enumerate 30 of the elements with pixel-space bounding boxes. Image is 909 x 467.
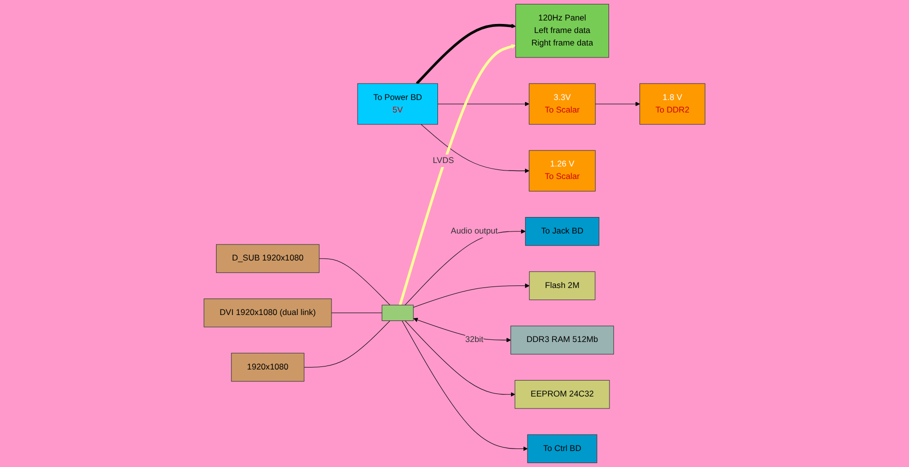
node-box: To Jack BD <box>525 217 600 246</box>
edge-label: 32bit <box>465 335 484 344</box>
arrow <box>437 102 530 106</box>
node-box: DVI 1920x1080 (dual link) <box>204 298 332 328</box>
node-box: 3.3V To Scalar <box>528 83 596 125</box>
node-box: EEPROM 24C32 <box>514 380 610 409</box>
connector <box>318 258 390 306</box>
node-box: 1.26 V To Scalar <box>528 150 596 192</box>
connector <box>331 312 382 314</box>
connector <box>304 320 390 368</box>
node-box <box>382 304 414 321</box>
node-box: To Power BD 5V <box>357 83 438 125</box>
arrow <box>398 44 516 306</box>
arrow <box>416 24 516 84</box>
arrow <box>402 320 528 452</box>
node-box: 120Hz Panel Left frame data Right frame data <box>515 4 610 58</box>
arrow <box>413 283 530 308</box>
node-box: 1920x1080 <box>231 352 304 382</box>
node-box: To Ctrl BD <box>527 434 598 464</box>
node-box: D_SUB 1920x1080 <box>216 244 320 273</box>
edge-label: Audio output <box>450 226 498 236</box>
edge-label: LVDS <box>432 156 454 165</box>
arrow <box>404 320 516 397</box>
arrow <box>413 318 511 342</box>
node-box: DDR3 RAM 512Mb <box>510 326 614 354</box>
arrow <box>404 229 526 306</box>
node-box: Flash 2M <box>529 271 596 300</box>
arrow <box>420 124 530 174</box>
arrow <box>595 102 640 106</box>
node-box: 1.8 V To DDR2 <box>640 83 706 125</box>
